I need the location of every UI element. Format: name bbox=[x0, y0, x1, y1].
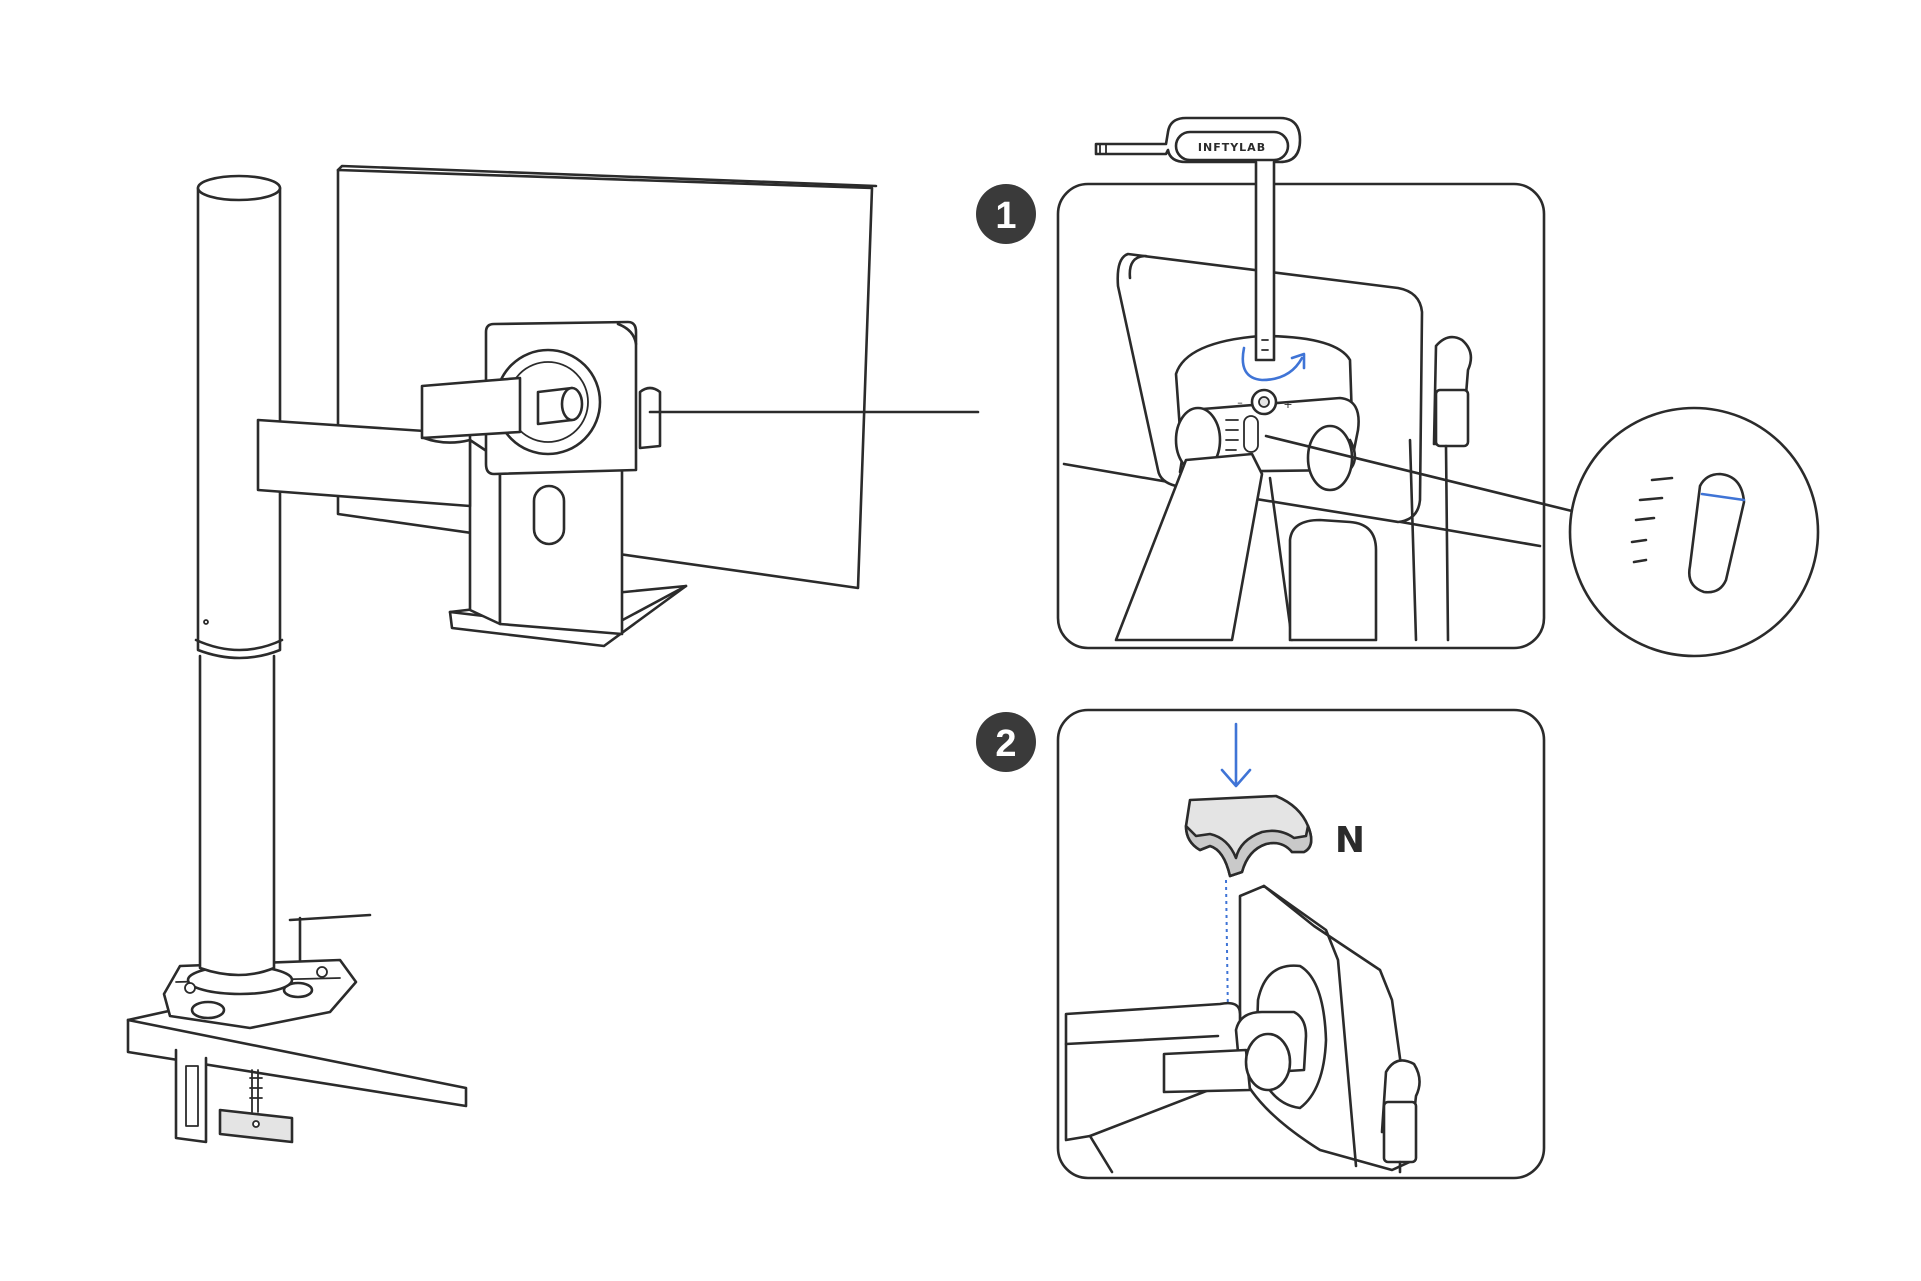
hex-wrench-icon: INFTYLAB bbox=[1094, 116, 1302, 362]
monitor-arm bbox=[256, 376, 584, 508]
step-1-zoom-callout bbox=[1264, 406, 1820, 658]
pole-base bbox=[162, 958, 358, 1030]
monitor-stand bbox=[448, 438, 688, 648]
step-1-number: 1 bbox=[995, 195, 1016, 237]
step-2-number: 2 bbox=[995, 723, 1016, 765]
rotate-arrow-icon bbox=[1241, 346, 1304, 382]
step-2: 2 N bbox=[976, 708, 1546, 1180]
part-label: N bbox=[1335, 820, 1365, 861]
step-1-badge bbox=[976, 184, 1036, 244]
minus-symbol: – bbox=[1237, 396, 1243, 409]
step-2-badge bbox=[976, 712, 1036, 772]
step-1: 1 – + bbox=[976, 116, 1820, 658]
step-2-illustration bbox=[1064, 884, 1421, 1174]
pole bbox=[194, 174, 284, 977]
plus-symbol: + bbox=[1283, 398, 1292, 411]
down-arrow-icon bbox=[1220, 722, 1252, 788]
desk-clamp bbox=[174, 1048, 294, 1144]
overall-assembly bbox=[126, 164, 980, 1144]
alignment-line bbox=[1225, 879, 1229, 1019]
cover-part-n: N bbox=[1184, 794, 1365, 878]
wrench-brand-label: INFTYLAB bbox=[1198, 141, 1266, 154]
